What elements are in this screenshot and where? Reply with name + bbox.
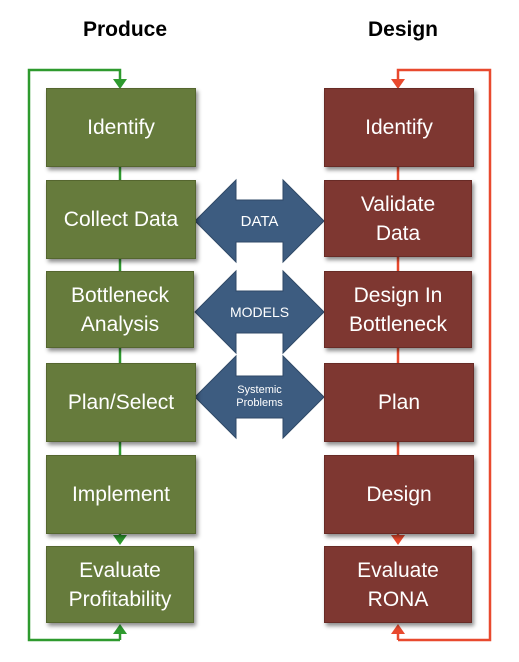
produce-title: Produce	[82, 18, 168, 41]
produce-loop-line	[27, 68, 122, 642]
produce-step-collect-data: Collect Data	[46, 180, 196, 259]
produce-return-arrowhead	[113, 624, 127, 634]
design-step-identify: Identify	[324, 88, 474, 167]
design-loop-line	[396, 68, 492, 642]
design-step-design: Design	[324, 455, 474, 534]
data-link-label: DATA	[240, 212, 279, 230]
design-return-arrowhead	[391, 624, 405, 634]
produce-spine-arrowhead	[113, 535, 127, 545]
produce-step-implement: Implement	[46, 455, 196, 534]
design-step-design-in-bottleneck: Design In Bottleneck	[324, 271, 472, 348]
models-link-label: MODELS	[229, 304, 290, 320]
design-step-plan: Plan	[324, 363, 474, 442]
produce-step-evaluate-profitability: Evaluate Profitability	[46, 546, 194, 623]
produce-step-identify: Identify	[46, 88, 196, 167]
design-title: Design	[367, 18, 438, 41]
design-step-validate-data: Validate Data	[324, 180, 472, 257]
design-loop-arrowhead	[391, 79, 405, 89]
produce-step-bottleneck-analysis: Bottleneck Analysis	[46, 271, 194, 348]
design-spine-arrowhead	[391, 535, 405, 545]
produce-step-plan-select: Plan/Select	[46, 363, 196, 442]
systemic-problems-link-label: Systemic Problems	[236, 384, 283, 409]
design-step-evaluate-rona: Evaluate RONA	[324, 546, 472, 623]
produce-loop-arrowhead	[113, 79, 127, 89]
